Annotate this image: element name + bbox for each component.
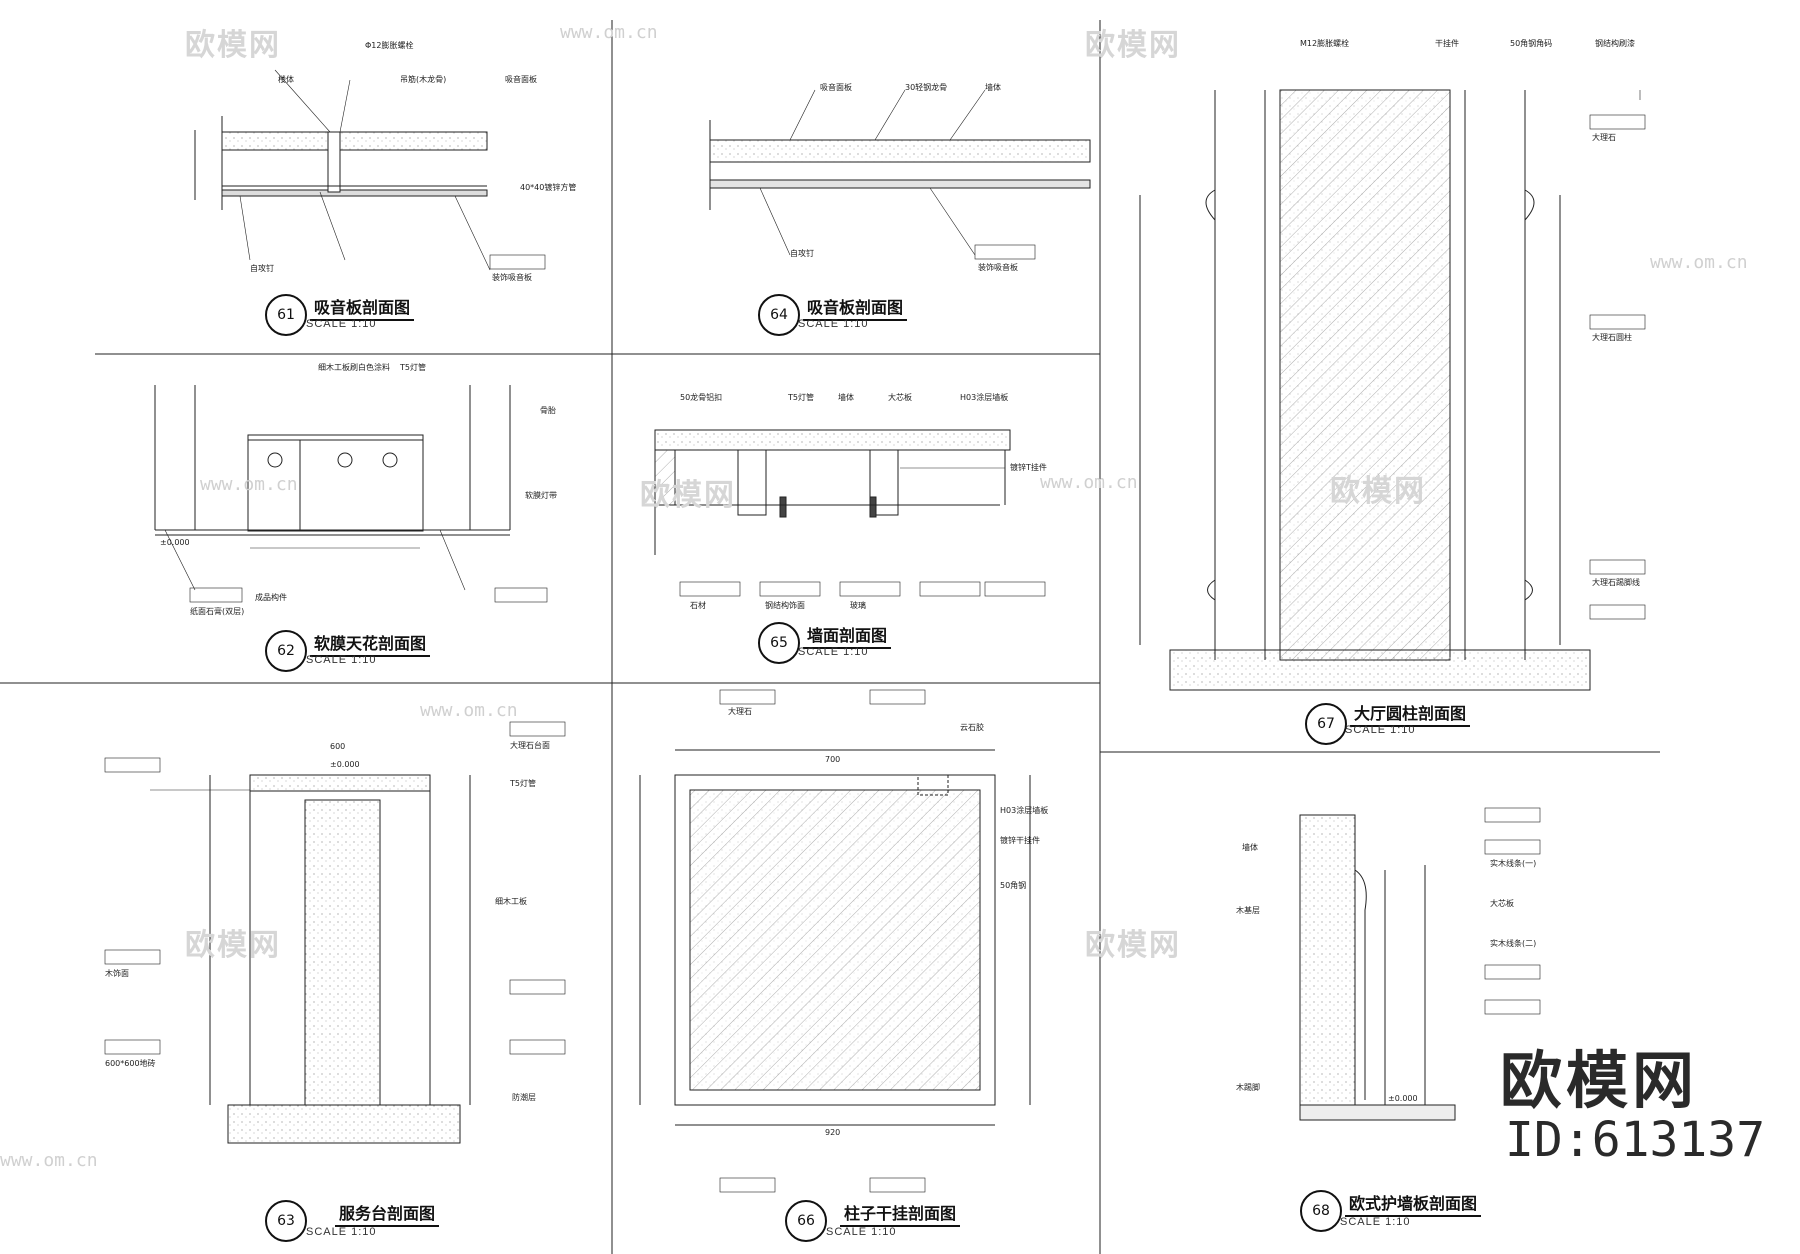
note-64-4: 自攻钉 xyxy=(790,249,814,258)
note-65-3: 墙体 xyxy=(838,393,854,402)
note-66-3: 镀锌干挂件 xyxy=(1000,836,1040,845)
note-61-4: 吸音面板 xyxy=(505,75,537,84)
brand-logo: 欧模网 xyxy=(1500,1044,1699,1117)
note-67-7: 大理石踢脚线 xyxy=(1592,578,1640,587)
note-67-1: M12膨胀螺栓 xyxy=(1300,39,1350,48)
note-63-5: 细木工板 xyxy=(495,897,527,906)
section-scale: SCALE 1:10 xyxy=(826,1226,897,1238)
note-61-1: 楼体 xyxy=(278,75,294,84)
section-scale: SCALE 1:10 xyxy=(306,318,377,330)
note-65-8: 钢结构饰面 xyxy=(765,601,805,610)
section-scale: SCALE 1:10 xyxy=(1345,724,1416,736)
note-68-6: 木踢脚 xyxy=(1236,1083,1260,1092)
section-number: 66 xyxy=(785,1200,827,1242)
section-title: 欧式护墙板剖面图 xyxy=(1345,1190,1482,1217)
note-65-1: 50龙骨铝扣 xyxy=(680,393,723,402)
section-number: 64 xyxy=(758,294,800,336)
section-number: 63 xyxy=(265,1200,307,1242)
note-65-2: T5灯管 xyxy=(788,393,814,402)
panel-grid xyxy=(0,20,1660,1254)
note-65-7: 石材 xyxy=(690,601,706,610)
note-66-6: 700 xyxy=(825,755,841,764)
note-68-3: 实木线条(一) xyxy=(1490,859,1537,868)
section-title: 柱子干挂剖面图 xyxy=(840,1200,961,1227)
note-62-4: 软膜灯带 xyxy=(525,491,557,500)
section-scale: SCALE 1:10 xyxy=(306,654,377,666)
note-61-2: Φ12膨胀螺栓 xyxy=(365,41,414,50)
note-61-7: 装饰吸音板 xyxy=(492,273,532,282)
section-title: 软膜天花剖面图 xyxy=(310,630,431,657)
note-64-2: 30轻钢龙骨 xyxy=(905,83,948,92)
section-number: 61 xyxy=(265,294,307,336)
note-63-8: 防潮层 xyxy=(512,1093,536,1102)
note-61-6: 自攻钉 xyxy=(250,264,274,273)
note-66-4: 50角钢 xyxy=(1000,881,1027,890)
note-67-5: 大理石 xyxy=(1592,133,1616,142)
note-68-4: 大芯板 xyxy=(1490,899,1514,908)
note-66-1: 大理石 xyxy=(728,707,752,716)
note-65-5: H03涂层墙板 xyxy=(960,393,1009,402)
section-title: 大厅圆柱剖面图 xyxy=(1350,700,1471,727)
note-64-3: 墙体 xyxy=(985,83,1001,92)
note-62-5: 成品构件 xyxy=(255,593,287,602)
note-63-2: ±0.000 xyxy=(330,760,360,769)
section-63 xyxy=(104,721,566,1144)
note-64-5: 装饰吸音板 xyxy=(978,263,1018,272)
note-68-7: ±0.000 xyxy=(1388,1094,1418,1103)
section-title: 吸音板剖面图 xyxy=(803,294,908,321)
note-64-1: 吸音面板 xyxy=(820,83,852,92)
note-61-3: 吊筋(木龙骨) xyxy=(400,75,447,84)
note-63-6: 木饰面 xyxy=(105,969,129,978)
note-66-7: 920 xyxy=(825,1128,841,1137)
note-67-3: 50角钢角码 xyxy=(1510,39,1553,48)
section-number: 67 xyxy=(1305,703,1347,745)
note-68-5: 实木线条(二) xyxy=(1490,939,1537,948)
note-61-5: 40*40镀锌方管 xyxy=(520,183,577,192)
section-title: 墙面剖面图 xyxy=(803,622,892,649)
section-scale: SCALE 1:10 xyxy=(306,1226,377,1238)
section-scale: SCALE 1:10 xyxy=(1340,1216,1411,1228)
note-67-2: 干挂件 xyxy=(1435,39,1459,48)
note-68-2: 木基层 xyxy=(1236,906,1260,915)
section-66 xyxy=(639,689,1031,1193)
note-65-6: 镀锌T挂件 xyxy=(1010,463,1047,472)
note-63-7: 600*600地砖 xyxy=(105,1059,156,1068)
note-62-6: 纸面石膏(双层) xyxy=(190,607,245,616)
section-number: 62 xyxy=(265,630,307,672)
note-67-6: 大理石圆柱 xyxy=(1592,333,1632,342)
note-65-4: 大芯板 xyxy=(888,393,912,402)
note-66-5: H03涂层墙板 xyxy=(1000,806,1049,815)
section-number: 65 xyxy=(758,622,800,664)
note-65-9: 玻璃 xyxy=(850,601,866,610)
note-66-2: 云石胶 xyxy=(960,723,984,732)
section-62 xyxy=(154,385,548,603)
note-62-7: ±0.000 xyxy=(160,538,190,547)
section-scale: SCALE 1:10 xyxy=(798,646,869,658)
section-65 xyxy=(654,429,1046,597)
section-61 xyxy=(194,69,546,271)
note-67-4: 钢结构刷漆 xyxy=(1595,39,1635,48)
model-id: ID:613137 xyxy=(1505,1112,1766,1168)
section-67 xyxy=(1139,89,1646,691)
note-62-1: 细木工板刷白色涂料 xyxy=(318,363,390,372)
note-63-1: 600 xyxy=(330,742,346,751)
section-68 xyxy=(1299,807,1541,1121)
note-62-3: 骨胎 xyxy=(540,406,556,415)
section-title: 服务台剖面图 xyxy=(335,1200,440,1227)
note-68-1: 墙体 xyxy=(1242,843,1258,852)
note-63-3: 大理石台面 xyxy=(510,741,550,750)
note-62-2: T5灯管 xyxy=(400,363,426,372)
note-63-4: T5灯管 xyxy=(510,779,536,788)
section-scale: SCALE 1:10 xyxy=(798,318,869,330)
section-title: 吸音板剖面图 xyxy=(310,294,415,321)
section-64 xyxy=(709,89,1091,260)
section-number: 68 xyxy=(1300,1190,1342,1232)
